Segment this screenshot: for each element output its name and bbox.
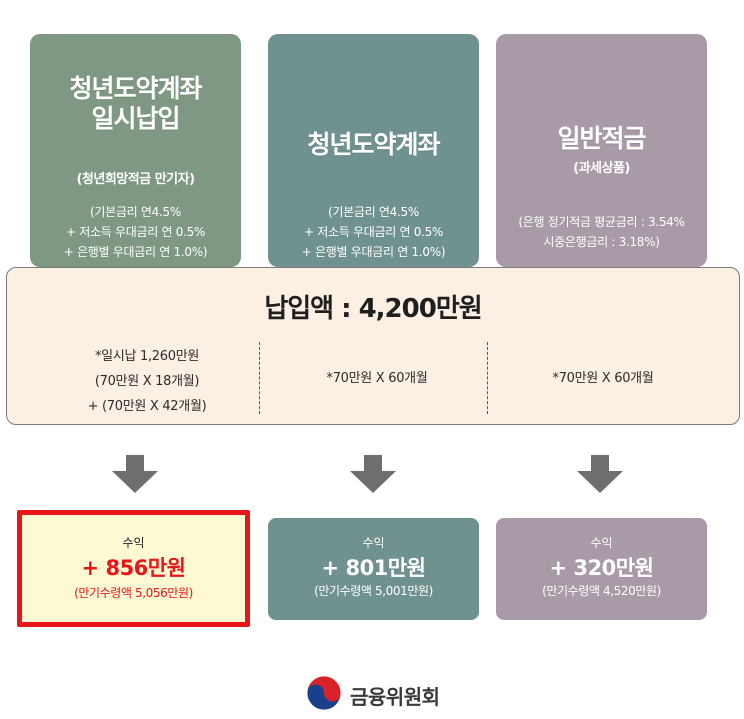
result-amount: + 801만원	[321, 556, 426, 580]
product-description: (기본금리 연4.5% + 저소득 우대금리 연 0.5% + 은행별 우대금리…	[301, 205, 446, 259]
product-title: 일반적금	[557, 124, 646, 153]
result-card-general-savings: 수익 + 320만원 (만기수령액 4,520만원)	[496, 518, 707, 620]
down-arrow-icon	[577, 455, 623, 493]
result-maturity: (만기수령액 4,520만원)	[542, 584, 661, 598]
divider	[259, 342, 260, 414]
payment-detail-youth-account: *70만원 X 60개월	[326, 371, 428, 386]
result-amount: + 856만원	[81, 556, 186, 580]
product-title: 청년도약계좌 일시납입	[69, 74, 202, 133]
product-card-youth-account: 청년도약계좌 (기본금리 연4.5% + 저소득 우대금리 연 0.5% + 은…	[268, 34, 479, 267]
payment-panel: 납입액 : 4,200만원 *일시납 1,260만원 (70만원 X 18개월)…	[6, 267, 740, 425]
result-maturity: (만기수령액 5,056만원)	[74, 586, 193, 600]
payment-detail-general-savings: *70만원 X 60개월	[552, 371, 654, 386]
result-card-lump-sum: 수익 + 856만원 (만기수령액 5,056만원)	[17, 510, 250, 627]
result-label: 수익	[590, 536, 613, 550]
result-label: 수익	[122, 536, 145, 550]
result-maturity: (만기수령액 5,001만원)	[314, 584, 433, 598]
product-subtitle: (과세상품)	[573, 161, 630, 176]
product-card-general-savings: 일반적금 (과세상품) (은행 정기적금 평균금리 : 3.54% 시중은행금리…	[496, 34, 707, 267]
product-title: 청년도약계좌	[307, 130, 440, 159]
product-subtitle: (청년희망적금 만기자)	[76, 172, 195, 187]
product-card-lump-sum: 청년도약계좌 일시납입 (청년희망적금 만기자) (기본금리 연4.5% + 저…	[30, 34, 241, 267]
product-description: (은행 정기적금 평균금리 : 3.54% 시중은행금리 : 3.18%)	[518, 215, 685, 249]
payment-detail-lump-sum: *일시납 1,260만원 (70만원 X 18개월) + (70만원 X 42개…	[87, 349, 207, 414]
taegeuk-emblem-icon	[306, 675, 342, 711]
product-description: (기본금리 연4.5% + 저소득 우대금리 연 0.5% + 은행별 우대금리…	[63, 205, 208, 259]
result-card-youth-account: 수익 + 801만원 (만기수령액 5,001만원)	[268, 518, 479, 620]
result-label: 수익	[362, 536, 385, 550]
result-amount: + 320만원	[549, 556, 654, 580]
divider	[487, 342, 488, 414]
down-arrow-icon	[350, 455, 396, 493]
down-arrow-icon	[112, 455, 158, 493]
organization-name: 금융위원회	[350, 685, 440, 709]
payment-title: 납입액 : 4,200만원	[264, 294, 482, 324]
